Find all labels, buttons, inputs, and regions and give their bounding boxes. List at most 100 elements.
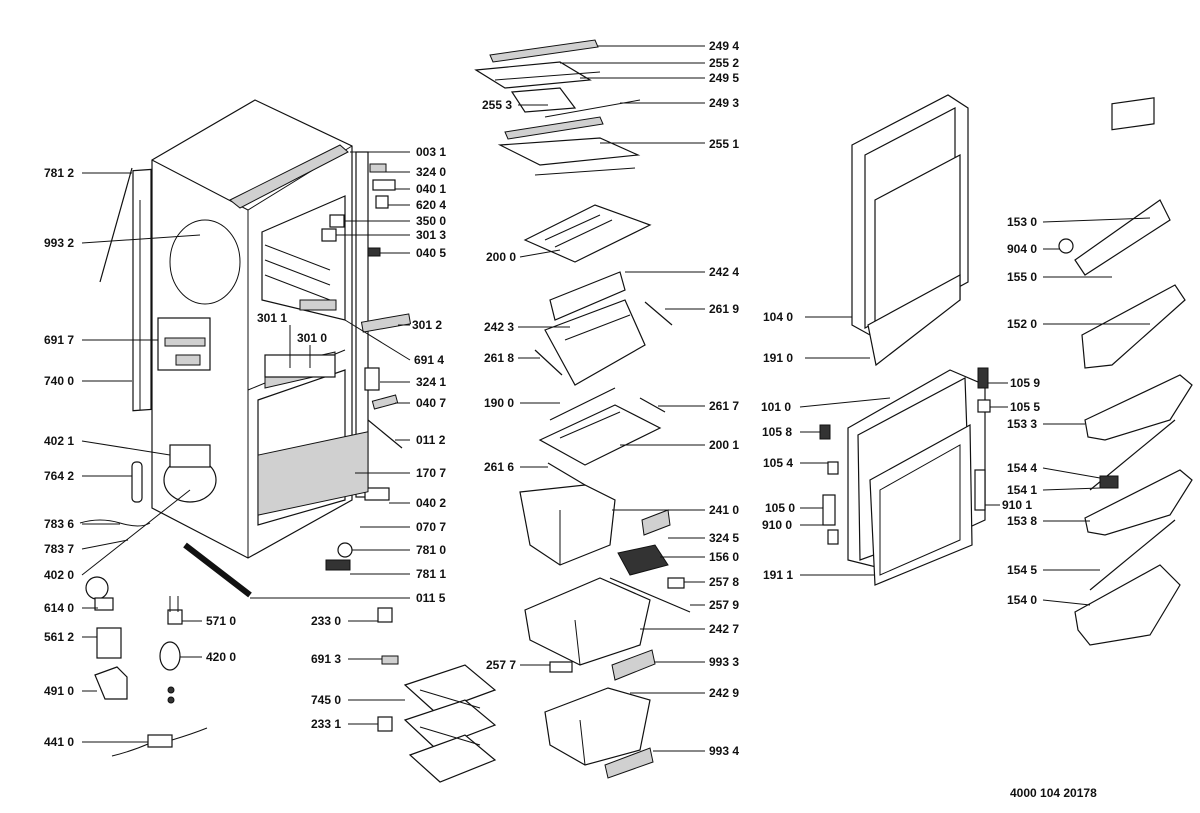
part-label-4020: 402 0	[44, 568, 74, 582]
part-label-3013: 301 3	[416, 228, 446, 242]
part-label-3010: 301 0	[297, 331, 327, 345]
part-label-2616: 261 6	[484, 460, 514, 474]
part-label-7836: 783 6	[44, 517, 74, 531]
part-label-1538: 153 8	[1007, 514, 1037, 528]
part-label-6917: 691 7	[44, 333, 74, 347]
part-label-4910: 491 0	[44, 684, 74, 698]
part-label-1707: 170 7	[416, 466, 446, 480]
part-label-2494: 249 4	[709, 39, 739, 53]
document-number: 4000 104 20178	[1010, 786, 1097, 800]
part-label-3241: 324 1	[416, 375, 446, 389]
part-label-9040: 904 0	[1007, 242, 1037, 256]
part-label-7812: 781 2	[44, 166, 74, 180]
part-label-4021: 402 1	[44, 434, 74, 448]
part-label-1911: 191 1	[763, 568, 793, 582]
part-label-1058: 105 8	[762, 425, 792, 439]
part-label-6140: 614 0	[44, 601, 74, 615]
fridge-door	[819, 367, 991, 586]
part-label-7837: 783 7	[44, 542, 74, 556]
part-label-4410: 441 0	[44, 735, 74, 749]
part-label-6204: 620 4	[416, 198, 446, 212]
part-label-2331: 233 1	[311, 717, 341, 731]
part-label-2577: 257 7	[486, 658, 516, 672]
left-side-parts	[99, 167, 211, 412]
part-label-1900: 190 0	[484, 396, 514, 410]
part-label-1050: 105 0	[765, 501, 795, 515]
part-label-0402: 040 2	[416, 496, 446, 510]
part-label-0031: 003 1	[416, 145, 446, 159]
part-label-2495: 249 5	[709, 71, 739, 85]
part-label-1055: 105 5	[1010, 400, 1040, 414]
part-label-2552: 255 2	[709, 56, 739, 70]
part-label-7642: 764 2	[44, 469, 74, 483]
part-label-2410: 241 0	[709, 503, 739, 517]
part-label-0405: 040 5	[416, 246, 446, 260]
electrical-parts	[85, 576, 208, 757]
part-label-2424: 242 4	[709, 265, 739, 279]
part-label-2427: 242 7	[709, 622, 739, 636]
part-label-2578: 257 8	[709, 575, 739, 589]
part-label-3012: 301 2	[412, 318, 442, 332]
part-label-2551: 255 1	[709, 137, 739, 151]
part-label-5710: 571 0	[206, 614, 236, 628]
part-label-2330: 233 0	[311, 614, 341, 628]
part-label-3011: 301 1	[257, 311, 287, 325]
part-label-6914: 691 4	[414, 353, 444, 367]
part-label-2579: 257 9	[709, 598, 739, 612]
part-label-2429: 242 9	[709, 686, 739, 700]
part-label-3500: 350 0	[416, 214, 446, 228]
freezer-door	[851, 94, 969, 367]
part-label-1560: 156 0	[709, 550, 739, 564]
part-label-1520: 152 0	[1007, 317, 1037, 331]
part-label-0407: 040 7	[416, 396, 446, 410]
part-label-9100: 910 0	[762, 518, 792, 532]
part-label-1545: 154 5	[1007, 563, 1037, 577]
part-label-5612: 561 2	[44, 630, 74, 644]
part-label-2423: 242 3	[484, 320, 514, 334]
part-label-1530: 153 0	[1007, 215, 1037, 229]
part-label-3245: 324 5	[709, 531, 739, 545]
part-label-6913: 691 3	[311, 652, 341, 666]
wire-baskets	[377, 607, 497, 783]
crisper-drawers	[519, 484, 691, 779]
part-label-2618: 261 8	[484, 351, 514, 365]
part-label-1010: 101 0	[761, 400, 791, 414]
part-label-1059: 105 9	[1010, 376, 1040, 390]
part-label-1533: 153 3	[1007, 417, 1037, 431]
part-label-0115: 011 5	[416, 591, 446, 605]
part-label-7450: 745 0	[311, 693, 341, 707]
part-label-1541: 154 1	[1007, 483, 1037, 497]
part-label-2001: 200 1	[709, 438, 739, 452]
part-label-2619: 261 9	[709, 302, 739, 316]
part-label-1550: 155 0	[1007, 270, 1037, 284]
cabinet-side-parts	[183, 151, 412, 598]
part-label-9934: 993 4	[709, 744, 739, 758]
part-label-7400: 740 0	[44, 374, 74, 388]
part-label-7811: 781 1	[416, 567, 446, 581]
part-label-9933: 993 3	[709, 655, 739, 669]
part-label-1910: 191 0	[763, 351, 793, 365]
part-label-2553: 255 3	[482, 98, 512, 112]
part-label-3240: 324 0	[416, 165, 446, 179]
part-label-9932: 993 2	[44, 236, 74, 250]
part-label-1540: 154 0	[1007, 593, 1037, 607]
door-shelves	[1058, 97, 1193, 646]
part-label-0707: 070 7	[416, 520, 446, 534]
part-label-2493: 249 3	[709, 96, 739, 110]
part-label-2000: 200 0	[486, 250, 516, 264]
part-label-9101: 910 1	[1002, 498, 1032, 512]
part-label-0401: 040 1	[416, 182, 446, 196]
part-label-7810: 781 0	[416, 543, 446, 557]
part-label-4200: 420 0	[206, 650, 236, 664]
part-label-0112: 011 2	[416, 433, 446, 447]
part-label-1054: 105 4	[763, 456, 793, 470]
leader-lines	[81, 45, 1151, 752]
part-label-1040: 104 0	[763, 310, 793, 324]
part-label-1544: 154 4	[1007, 461, 1037, 475]
freezer-drawers	[523, 204, 673, 486]
part-label-2617: 261 7	[709, 399, 739, 413]
compressor	[79, 444, 217, 527]
